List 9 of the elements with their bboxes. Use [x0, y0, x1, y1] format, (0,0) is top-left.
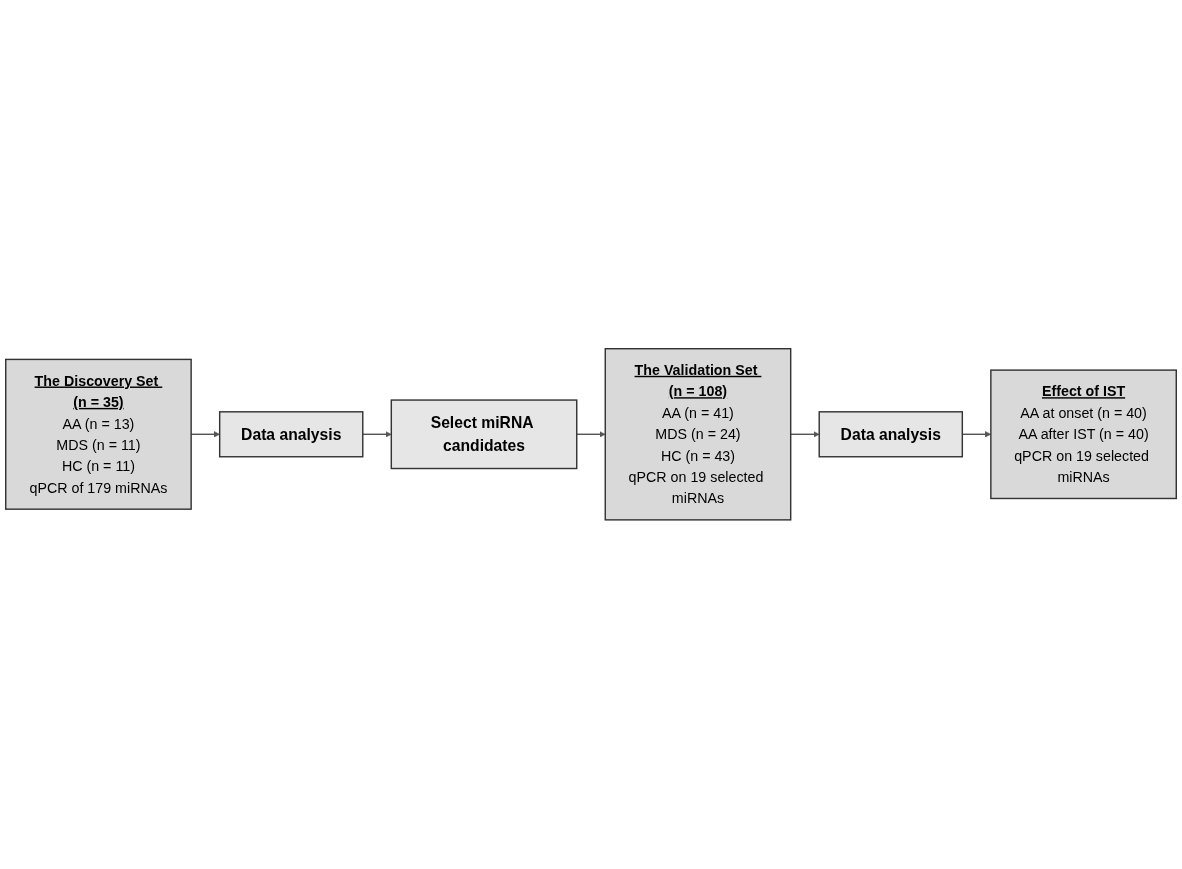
arrow: [576, 431, 606, 438]
node-box: [818, 411, 964, 458]
node-box: [218, 411, 364, 458]
node-box: [5, 358, 192, 511]
arrow: [362, 431, 392, 438]
node-box: [390, 399, 578, 470]
node-box: [990, 369, 1177, 500]
arrow: [790, 431, 820, 438]
node-box: [604, 348, 792, 521]
